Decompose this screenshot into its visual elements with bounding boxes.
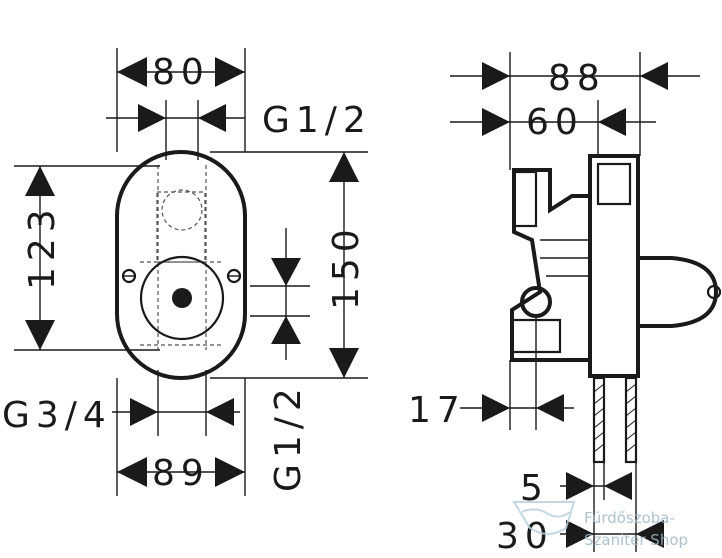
dim-side-depth-total: 88 [548, 58, 606, 99]
dim-front-height-right: 150 [326, 223, 367, 310]
side-top-nut [512, 170, 538, 228]
side-connector [520, 286, 552, 318]
side-body [510, 168, 592, 362]
dim-front-height-left: 123 [22, 203, 63, 290]
dim-side-depth-body: 60 [526, 102, 584, 143]
side-dome-knob [706, 284, 722, 300]
dim-front-width-bottom: 89 [152, 453, 210, 494]
dim-side-min: 5 [520, 468, 549, 509]
side-view: 88 60 17 5 30 [408, 52, 722, 557]
watermark-line1: Fürdőszoba- [584, 509, 675, 527]
watermark-logo: Fürdőszoba- Szaniter Shop [512, 501, 688, 549]
dim-front-outlet-side: G1/2 [268, 382, 309, 492]
dim-front-inlet-top: G1/2 [262, 100, 372, 141]
dim-side-max: 30 [496, 516, 554, 557]
dim-front-inlet-bottom: G3/4 [2, 395, 112, 436]
hidden-cartridge [156, 191, 206, 263]
side-dome [638, 256, 719, 328]
watermark-line2: Szaniter Shop [584, 531, 688, 549]
dim-side-offset: 17 [408, 390, 466, 431]
front-center-ring [139, 255, 225, 341]
front-center-hole [172, 288, 192, 308]
front-view: 80 G1/2 123 150 G1/2 G3/4 [2, 48, 372, 496]
front-body-outline [115, 150, 247, 380]
dim-front-width-top: 80 [152, 52, 210, 93]
side-plate-window [596, 162, 632, 206]
hidden-bore [161, 189, 203, 231]
